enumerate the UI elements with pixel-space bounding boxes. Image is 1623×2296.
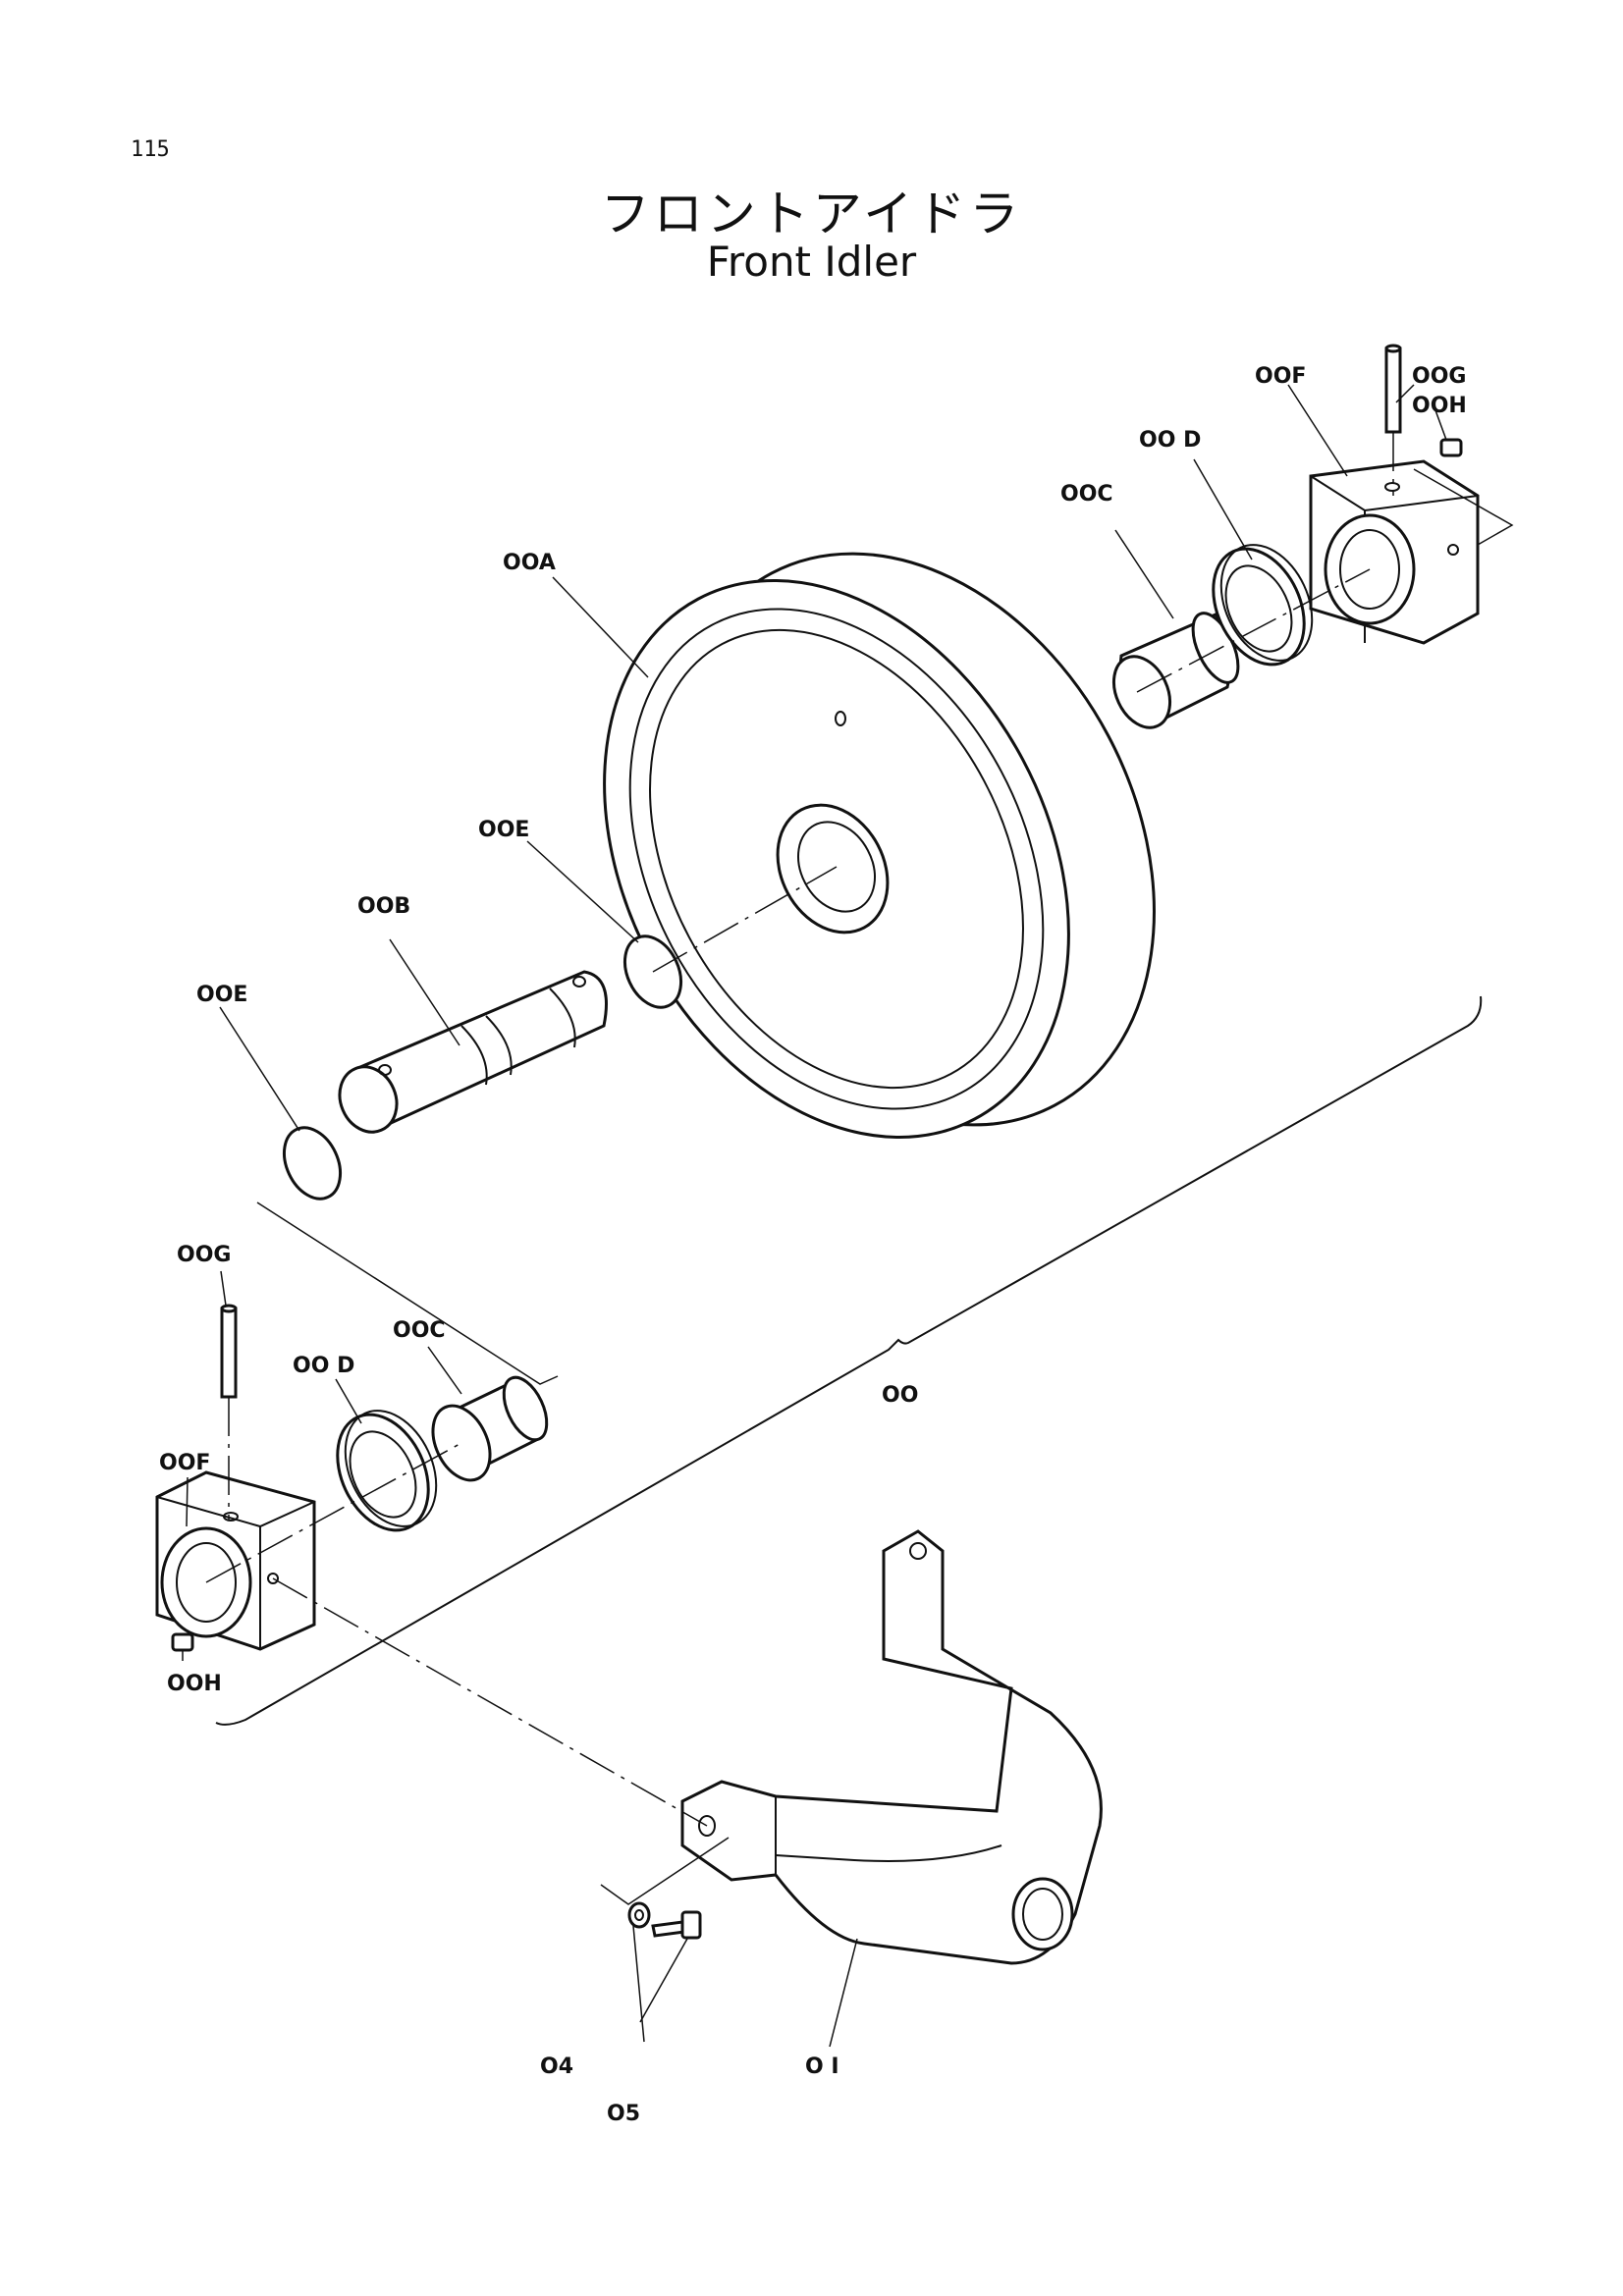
seal-right: [1212, 544, 1314, 667]
centerline-left: [205, 1442, 462, 1583]
bushing-right: [1111, 612, 1240, 729]
label-ood-left: OO D: [293, 1354, 354, 1378]
title-english: Front Idler: [706, 238, 917, 286]
yoke: [680, 1529, 1103, 1965]
label-ooc-left: OOC: [393, 1318, 446, 1343]
block-right: [1309, 459, 1480, 645]
label-ood-right: OO D: [1139, 428, 1201, 453]
shaft: [338, 970, 608, 1134]
pin-left: [220, 1304, 238, 1399]
bolt: [651, 1910, 702, 1940]
label-oog-right: OOG: [1412, 364, 1466, 389]
label-ooc-right: OOC: [1060, 482, 1113, 507]
block-left: [155, 1470, 316, 1651]
label-oof-right: OOF: [1255, 364, 1306, 389]
assembly-bracket-oo: [215, 995, 1483, 1726]
title-japanese: フロントアイドラ: [600, 186, 1023, 242]
connector-shaft-to-left: [256, 1201, 559, 1385]
washer: [627, 1901, 651, 1929]
o-ring-left: [282, 1126, 343, 1201]
pin-right: [1384, 344, 1402, 434]
label-ooa: OOA: [503, 551, 556, 575]
label-ooe-center: OOE: [478, 818, 529, 842]
connector-right-plug: [1413, 468, 1514, 546]
bushing-left: [431, 1375, 549, 1482]
label-oog-left: OOG: [177, 1243, 231, 1267]
label-ooh-left: OOH: [167, 1672, 222, 1696]
label-04: O4: [540, 2055, 573, 2079]
plug-left: [171, 1632, 194, 1652]
label-05: O5: [607, 2102, 640, 2126]
centerline-right: [1136, 568, 1371, 693]
label-ooe-left: OOE: [196, 983, 247, 1007]
label-01: O I: [805, 2055, 839, 2079]
plug-right: [1439, 438, 1463, 457]
centerline-wheel: [652, 866, 838, 973]
centerline-yoke: [272, 1577, 708, 1827]
connector-bolt: [600, 1837, 730, 1905]
page-number: 115: [131, 137, 170, 162]
label-oof-left: OOF: [159, 1451, 210, 1475]
label-oob: OOB: [357, 894, 410, 919]
label-ooh-right: OOH: [1412, 394, 1467, 418]
idler-wheel: [603, 552, 1156, 1139]
label-oo: OO: [882, 1383, 918, 1408]
